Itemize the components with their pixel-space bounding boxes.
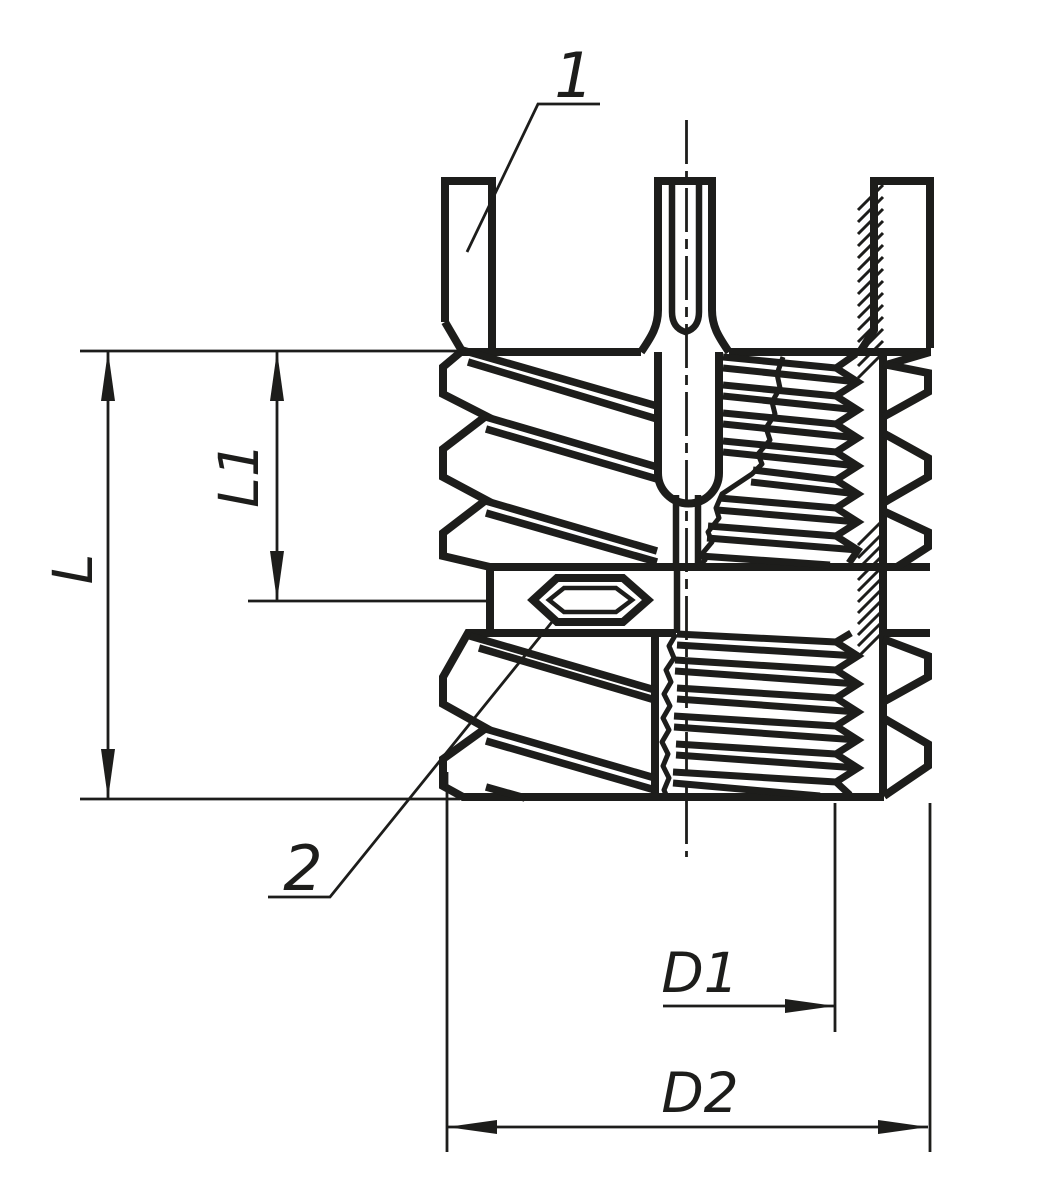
arrow-up-icon xyxy=(101,351,115,401)
locking-key-inner xyxy=(545,585,636,615)
keyway-channel xyxy=(672,495,702,567)
bore-round-bottom xyxy=(654,472,723,508)
thread-flank-lines-left xyxy=(460,346,659,802)
right-tooth-1 xyxy=(881,360,932,421)
top-tabs xyxy=(441,177,934,355)
arrow-up-icon xyxy=(270,351,284,401)
dimension-D2: D2 xyxy=(445,772,932,1152)
label-L: L xyxy=(41,554,105,585)
arrow-right-icon xyxy=(785,999,835,1013)
callout-2: 2 xyxy=(268,616,558,905)
arrow-down-icon xyxy=(101,749,115,799)
left-tab xyxy=(441,177,496,351)
right-tooth-3 xyxy=(881,507,932,571)
right-tooth-2 xyxy=(880,429,932,507)
external-thread-left-profile xyxy=(439,347,884,801)
break-lines xyxy=(659,356,786,798)
label-D1: D1 xyxy=(661,941,738,1005)
right-tooth-5 xyxy=(880,714,932,800)
dimension-D1: D1 xyxy=(661,803,837,1032)
break-line-upper xyxy=(696,356,786,569)
right-tooth-4 xyxy=(881,635,932,706)
label-L1: L1 xyxy=(207,442,271,508)
right-tab xyxy=(856,177,934,355)
callout-2-label: 2 xyxy=(283,832,322,905)
callout-1-label: 1 xyxy=(554,39,593,112)
center-tab xyxy=(637,177,733,355)
locking-key xyxy=(527,574,655,626)
locking-key-outer xyxy=(527,574,655,626)
left-tab-taper xyxy=(441,319,466,354)
dimension-L: L xyxy=(41,349,462,801)
callout-1: 1 xyxy=(465,39,600,253)
dimension-L1: L1 xyxy=(207,351,490,603)
section-hatching xyxy=(856,183,885,659)
internal-thread-profile-upper xyxy=(829,351,865,565)
internal-thread-lines-lower xyxy=(672,630,859,800)
callout-2-leader xyxy=(268,616,558,899)
arrow-down-icon xyxy=(270,551,284,601)
callout-1-leader xyxy=(465,102,600,253)
arrow-right-icon xyxy=(878,1120,928,1134)
label-D2: D2 xyxy=(661,1061,738,1125)
internal-thread-section xyxy=(672,351,865,800)
center-tab-keyway xyxy=(668,181,703,336)
arrow-left-icon xyxy=(447,1120,497,1134)
break-line-lower xyxy=(659,632,679,798)
